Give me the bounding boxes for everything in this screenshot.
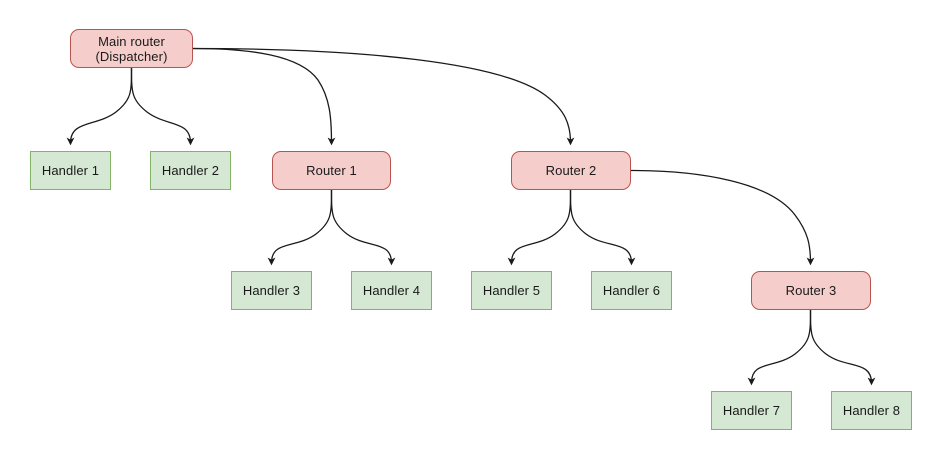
node-handler-3[interactable]: Handler 3 xyxy=(231,271,312,310)
edge-router-1-to-handler-3 xyxy=(267,189,333,266)
node-handler-4-label: Handler 4 xyxy=(362,283,421,298)
edge-main-router-to-router-1 xyxy=(192,47,336,146)
node-handler-6[interactable]: Handler 6 xyxy=(591,271,672,310)
node-handler-1[interactable]: Handler 1 xyxy=(30,151,111,190)
edge-router-3-to-handler-7 xyxy=(747,309,812,386)
node-handler-2[interactable]: Handler 2 xyxy=(150,151,231,190)
edge-main-router-to-router-2 xyxy=(192,47,575,146)
node-handler-7-label: Handler 7 xyxy=(722,403,781,418)
edge-main-router-to-handler-2 xyxy=(130,67,195,146)
node-handler-2-label: Handler 2 xyxy=(161,163,220,178)
node-main-router[interactable]: Main router (Dispatcher) xyxy=(70,29,193,68)
node-handler-6-label: Handler 6 xyxy=(602,283,661,298)
node-router-2[interactable]: Router 2 xyxy=(511,151,631,190)
node-main-router-label: Main router (Dispatcher) xyxy=(95,33,168,64)
edge-main-router-to-handler-1 xyxy=(66,67,133,146)
node-router-1[interactable]: Router 1 xyxy=(272,151,391,190)
edge-router-3-to-handler-8 xyxy=(809,309,876,386)
node-handler-7[interactable]: Handler 7 xyxy=(711,391,792,430)
node-handler-8[interactable]: Handler 8 xyxy=(831,391,912,430)
node-handler-1-label: Handler 1 xyxy=(41,163,100,178)
node-router-1-label: Router 1 xyxy=(306,163,357,178)
node-router-3[interactable]: Router 3 xyxy=(751,271,871,310)
node-handler-4[interactable]: Handler 4 xyxy=(351,271,432,310)
edge-router-2-to-router-3 xyxy=(630,169,815,266)
node-router-2-label: Router 2 xyxy=(545,163,597,178)
node-handler-3-label: Handler 3 xyxy=(242,283,301,298)
edge-router-2-to-handler-6 xyxy=(569,189,636,266)
edge-router-2-to-handler-5 xyxy=(507,189,572,266)
node-handler-5-label: Handler 5 xyxy=(482,283,541,298)
node-handler-5[interactable]: Handler 5 xyxy=(471,271,552,310)
node-handler-8-label: Handler 8 xyxy=(842,403,901,418)
edge-router-1-to-handler-4 xyxy=(330,189,396,266)
node-router-3-label: Router 3 xyxy=(785,283,837,298)
